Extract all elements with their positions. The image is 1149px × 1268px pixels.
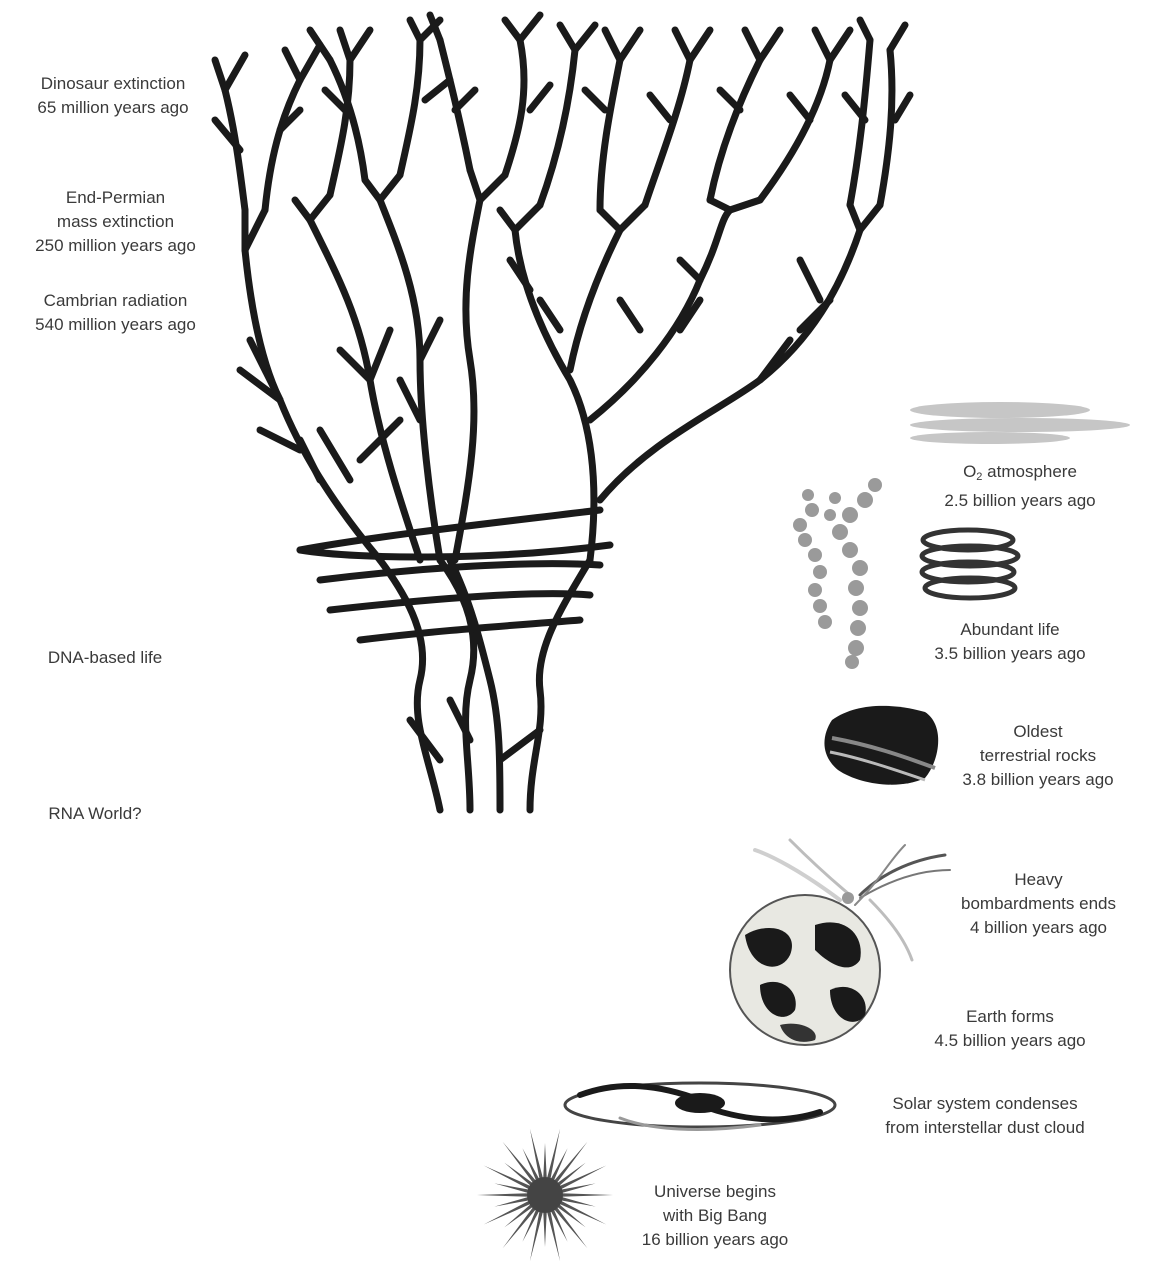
label-line: Dinosaur extinction xyxy=(8,72,218,96)
label-line: from interstellar dust cloud xyxy=(850,1116,1120,1140)
stromatolite-chains-icon xyxy=(793,478,882,669)
label-line: End-Permian xyxy=(8,186,223,210)
starburst-core xyxy=(527,1177,563,1213)
label-line: Heavy xyxy=(936,868,1141,892)
label-line: Solar system condenses xyxy=(850,1092,1120,1116)
label-line: with Big Bang xyxy=(615,1204,815,1228)
label-line: 2.5 billion years ago xyxy=(920,489,1120,513)
dna-based-life-label: DNA-based life xyxy=(30,646,180,670)
label-line: O2 atmosphere xyxy=(920,460,1120,489)
cambrian-radiation-label: Cambrian radiation 540 million years ago xyxy=(8,289,223,337)
spiral-galaxy-icon xyxy=(565,1083,835,1129)
label-line: terrestrial rocks xyxy=(938,744,1138,768)
oxygen-cloud-icon xyxy=(910,402,1130,444)
oxygen-atmosphere-label: O2 atmosphere 2.5 billion years ago xyxy=(920,460,1120,513)
label-line: Universe begins xyxy=(615,1180,815,1204)
label-line: Oldest xyxy=(938,720,1138,744)
rock-icon xyxy=(824,706,938,785)
label-line: Abundant life xyxy=(910,618,1110,642)
tree-of-life xyxy=(215,15,910,810)
heavy-bombardment-label: Heavy bombardments ends 4 billion years … xyxy=(936,868,1141,940)
starburst-icon xyxy=(477,1129,613,1262)
label-line: DNA-based life xyxy=(30,646,180,670)
earth-forms-label: Earth forms 4.5 billion years ago xyxy=(910,1005,1110,1053)
label-line: bombardments ends xyxy=(936,892,1141,916)
label-line: 16 billion years ago xyxy=(615,1228,815,1252)
label-line: 540 million years ago xyxy=(8,313,223,337)
label-line: 65 million years ago xyxy=(8,96,218,120)
label-line: RNA World? xyxy=(30,802,160,826)
universe-begins-label: Universe begins with Big Bang 16 billion… xyxy=(615,1180,815,1252)
end-permian-label: End-Permian mass extinction 250 million … xyxy=(8,186,223,258)
abundant-life-label: Abundant life 3.5 billion years ago xyxy=(910,618,1110,666)
label-line: Cambrian radiation xyxy=(8,289,223,313)
label-line: 4.5 billion years ago xyxy=(910,1029,1110,1053)
label-line: 250 million years ago xyxy=(8,234,223,258)
earth-icon xyxy=(730,895,880,1045)
atmosphere-word: atmosphere xyxy=(982,462,1077,481)
rna-world-label: RNA World? xyxy=(30,802,160,826)
label-line: 4 billion years ago xyxy=(936,916,1141,940)
label-line: 3.8 billion years ago xyxy=(938,768,1138,792)
oldest-rocks-label: Oldest terrestrial rocks 3.8 billion yea… xyxy=(938,720,1138,792)
label-line: 3.5 billion years ago xyxy=(910,642,1110,666)
solar-system-label: Solar system condenses from interstellar… xyxy=(850,1092,1120,1140)
label-line: Earth forms xyxy=(910,1005,1110,1029)
o-symbol: O xyxy=(963,462,976,481)
coil-icon xyxy=(922,530,1018,598)
label-line: mass extinction xyxy=(8,210,223,234)
dinosaur-extinction-label: Dinosaur extinction 65 million years ago xyxy=(8,72,218,120)
